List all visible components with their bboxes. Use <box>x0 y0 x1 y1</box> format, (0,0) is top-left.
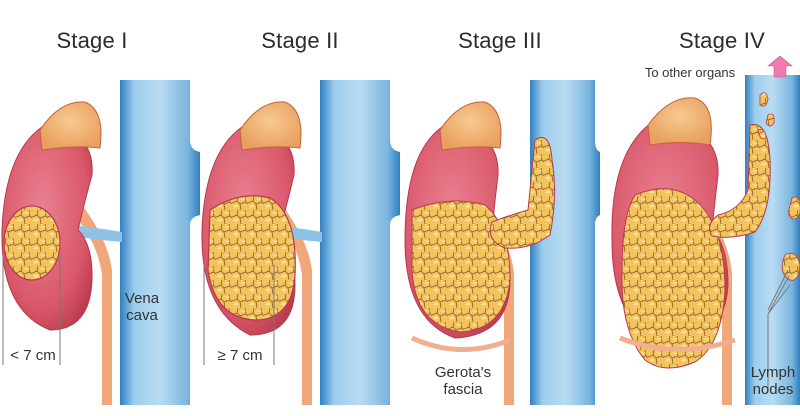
stage-title: Stage IV <box>679 28 765 53</box>
stage-4-graphic <box>611 55 800 405</box>
stage-4: Stage IV To other organs Lymph nodes <box>600 0 800 416</box>
stage-title: Stage III <box>458 28 542 53</box>
to-other-organs-label: To other organs <box>644 65 736 80</box>
gerotas-fascia-label: Gerota's fascia <box>434 364 492 398</box>
size-label: < 7 cm <box>10 347 56 364</box>
stage-title: Stage II <box>261 28 339 53</box>
size-label: ≥ 7 cm <box>217 347 263 364</box>
stage-2-graphic <box>201 80 400 405</box>
stage-title: Stage I <box>56 28 128 53</box>
measure-lines <box>2 255 275 365</box>
stage-1: Stage I < 7 cm Vena cava <box>0 0 200 416</box>
vena-cava-label: Vena cava <box>124 290 160 324</box>
lymph-nodes-label: Lymph nodes <box>750 364 796 398</box>
stage-3-graphic <box>404 80 600 405</box>
arrow-up-icon <box>767 55 793 78</box>
stage-2: Stage II ≥ 7 cm <box>200 0 400 416</box>
stage-1-graphic <box>1 80 200 405</box>
stage-3: Stage III Gerota's fascia <box>400 0 600 416</box>
